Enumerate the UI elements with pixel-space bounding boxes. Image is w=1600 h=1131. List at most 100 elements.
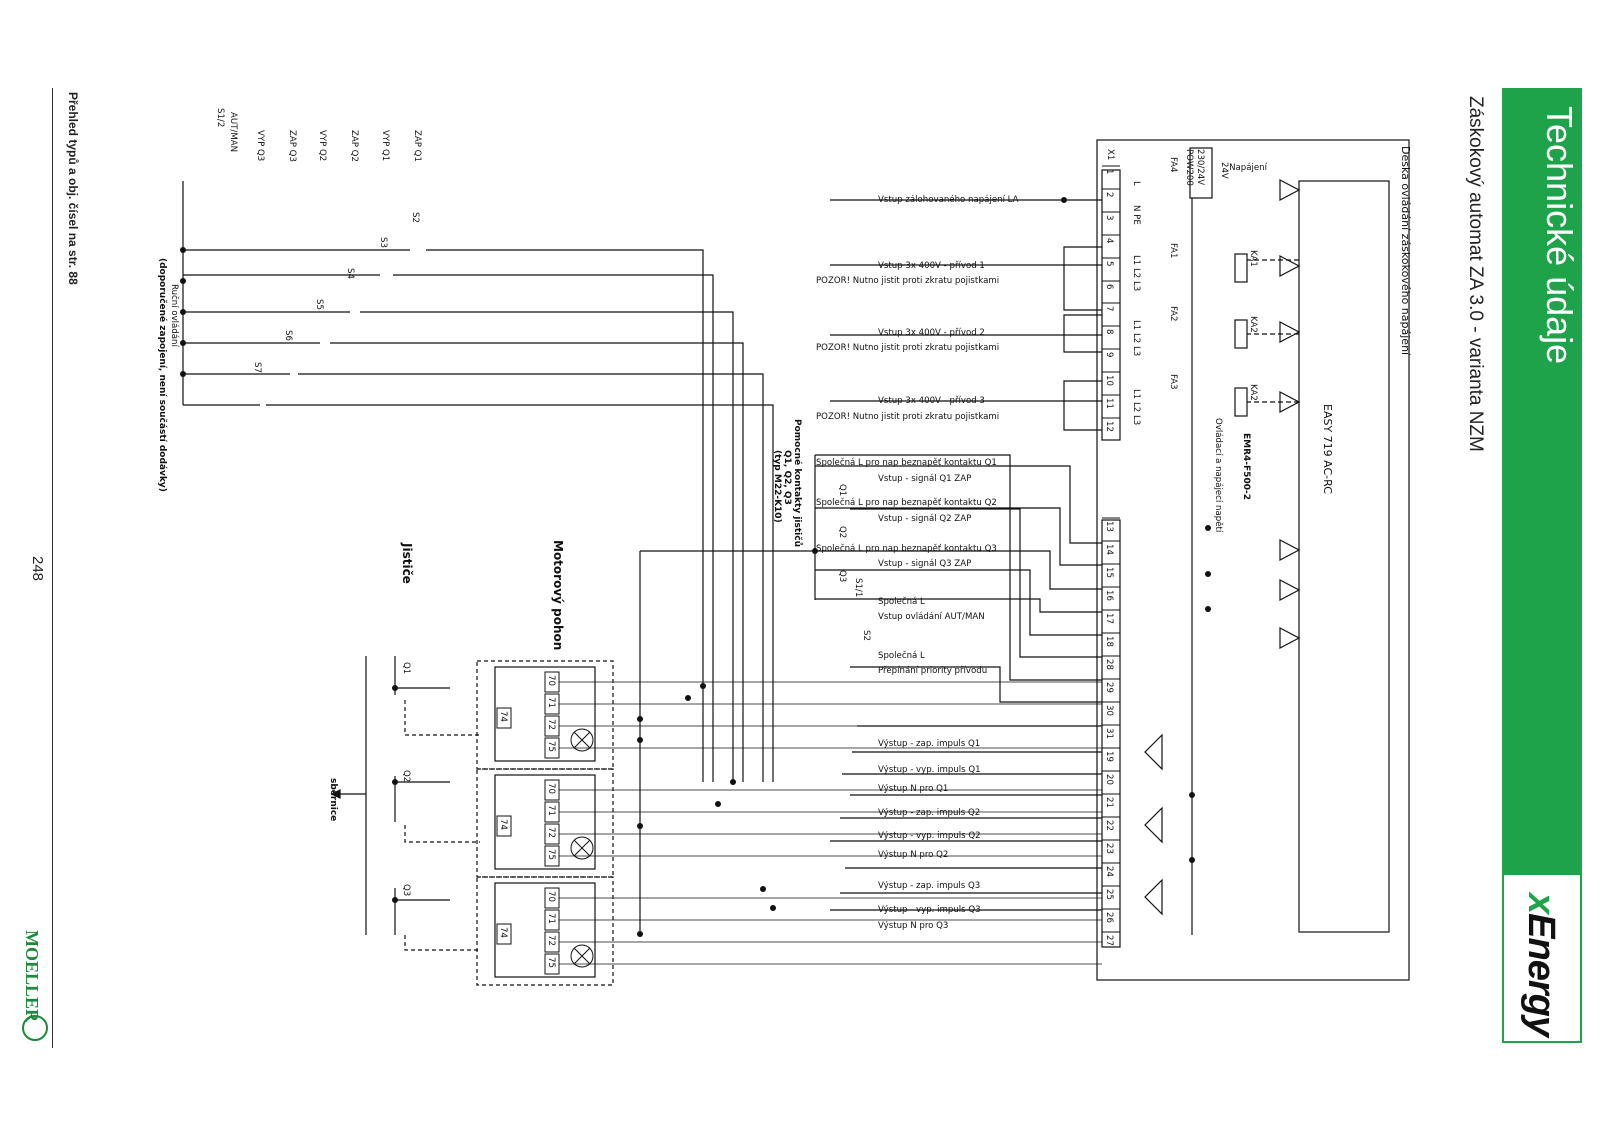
motor-terminal-74: 74 <box>498 819 508 830</box>
indicator-lamp-icon <box>570 728 594 752</box>
fuse-fa4: FA4 <box>1168 157 1178 173</box>
terminal-21: 21 <box>1104 797 1114 808</box>
motor-terminal-70: 70 <box>546 675 556 686</box>
terminal-8: 8 <box>1104 329 1114 334</box>
motor-terminal-75: 75 <box>546 741 556 752</box>
aux-switch-s2: S2 <box>861 630 871 641</box>
motor-terminal-75: 75 <box>546 957 556 968</box>
label-vyp-q3: VYP Q3 <box>255 130 265 161</box>
terminal-25: 25 <box>1104 889 1114 900</box>
signal-feed1-warning: POZOR! Nutno jistit proti zkratu pojistk… <box>816 276 999 286</box>
switch-s7: S7 <box>252 362 262 373</box>
relay-note: Ovládací a napájecí napětí <box>1213 418 1224 533</box>
terminal-29: 29 <box>1104 682 1114 693</box>
motor-terminal-72: 72 <box>546 935 556 946</box>
terminal-9: 9 <box>1104 352 1114 357</box>
terminal-7: 7 <box>1104 306 1114 311</box>
terminal-20: 20 <box>1104 774 1114 785</box>
terminal-1: 1 <box>1104 169 1114 174</box>
label-vyp-q1: VYP Q1 <box>380 130 390 161</box>
switch-s4: S4 <box>345 268 355 279</box>
lamp-cross <box>573 947 591 965</box>
signal-in-q3: Vstup - signál Q3 ZAP <box>878 559 971 569</box>
signal-in-q2: Vstup - signál Q2 ZAP <box>878 514 971 524</box>
motor-terminal-box <box>496 815 512 837</box>
signal-common-l-2: Společná L <box>878 650 925 661</box>
terminal-14: 14 <box>1104 544 1114 555</box>
controller-label: EASY 719 AC-RC <box>1321 404 1334 494</box>
aux-contacts-title: Pomocné kontakty jističů <box>792 419 803 547</box>
breaker-q1: Q1 <box>401 662 411 674</box>
terminal-13: 13 <box>1104 521 1114 532</box>
phase-feed2: L1 L2 L3 <box>1131 320 1141 356</box>
switch-s1-2: S1/2 <box>215 108 225 127</box>
signal-out-on-q1: Výstup - zap. impuls Q1 <box>878 739 980 749</box>
signal-in-autman: Vstup ovládání AUT/MAN <box>878 612 985 622</box>
terminal-12: 12 <box>1104 421 1114 432</box>
signal-common-q1: Společná L pro nap beznapěť kontaktu Q1 <box>816 457 997 468</box>
signal-feed3-warning: POZOR! Nutno jistit proti zkratu pojistk… <box>816 412 999 422</box>
terminal-30: 30 <box>1104 705 1114 716</box>
relay-coil-ka2-b: KA2 <box>1248 384 1258 401</box>
breaker-q2: Q2 <box>401 770 411 782</box>
signal-n-q2: Výstup N pro Q2 <box>878 850 948 860</box>
aux-contact-q3: Q3 <box>837 570 847 582</box>
terminal-26: 26 <box>1104 912 1114 923</box>
signal-n-q1: Výstup N pro Q1 <box>878 784 948 794</box>
label-zap-q2: ZAP Q2 <box>349 130 359 162</box>
signal-in-priority: Přepínání priority přívodu <box>878 666 987 676</box>
motor-terminal-75: 75 <box>546 849 556 860</box>
supply-voltage: 24V <box>1219 162 1229 179</box>
fuse-fa3: FA3 <box>1168 374 1178 390</box>
phase-n-pe: N PE <box>1131 205 1141 225</box>
relay-coil-ka1: KA1 <box>1248 250 1258 267</box>
indicator-lamp-icon <box>570 944 594 968</box>
label-zap-q1: ZAP Q1 <box>412 130 422 162</box>
brand-logo-box <box>1502 873 1582 1043</box>
footer-divider <box>52 88 53 1048</box>
manual-control-note: (doporučené zapojení, není součástí dodá… <box>157 258 168 492</box>
motor-terminal-74: 74 <box>498 711 508 722</box>
terminal-18: 18 <box>1104 636 1114 647</box>
terminal-16: 16 <box>1104 590 1114 601</box>
terminal-19: 19 <box>1104 751 1114 762</box>
lamp-cross <box>573 731 591 749</box>
signal-out-on-q3: Výstup - zap. impuls Q3 <box>878 881 980 891</box>
switch-s2: S2 <box>410 212 420 223</box>
terminal-6: 6 <box>1104 284 1114 289</box>
aux-contacts-type: (typ M22-K10) <box>772 450 782 523</box>
board-title: Deska ovládání záskokového napájení <box>1399 146 1412 356</box>
aux-switch-s1: S1/1 <box>853 578 863 597</box>
signal-common-q2: Společná L pro nap beznapěť kontaktu Q2 <box>816 497 997 508</box>
psu-type: POW200 <box>1184 149 1194 186</box>
terminal-4: 4 <box>1104 238 1114 243</box>
signal-feed1: Vstup 3x 400V - přívod 1 <box>878 261 985 271</box>
fuse-fa2: FA2 <box>1168 306 1178 322</box>
breaker-q3: Q3 <box>401 884 411 896</box>
terminal-11: 11 <box>1104 398 1114 409</box>
label-aut-man: AUT/MAN <box>228 112 238 152</box>
relay-coil-ka2: KA2 <box>1248 316 1258 333</box>
signal-feed2-warning: POZOR! Nutno jistit proti zkratu pojistk… <box>816 343 999 353</box>
terminal-17: 17 <box>1104 613 1114 624</box>
terminal-31: 31 <box>1104 728 1114 739</box>
terminal-23: 23 <box>1104 843 1114 854</box>
motor-terminal-70: 70 <box>546 891 556 902</box>
manual-control-title: Ruční ovládání <box>169 284 180 347</box>
motor-drive-title: Motorový pohon <box>551 540 565 650</box>
label-zap-q3: ZAP Q3 <box>287 130 297 162</box>
relay-label: EMR4-F500-2 <box>1241 433 1251 500</box>
signal-out-off-q2: Výstup - vyp. impuls Q2 <box>878 831 981 841</box>
motor-terminal-box <box>496 707 512 729</box>
terminal-24: 24 <box>1104 866 1114 877</box>
terminal-5: 5 <box>1104 261 1114 266</box>
phase-feed3: L1 L2 L3 <box>1131 389 1141 425</box>
motor-terminal-71: 71 <box>546 805 556 816</box>
fuse-fa1: FA1 <box>1168 243 1178 259</box>
terminal-15: 15 <box>1104 567 1114 578</box>
phase-feed1: L1 L2 L3 <box>1131 255 1141 291</box>
motor-terminal-74: 74 <box>498 927 508 938</box>
